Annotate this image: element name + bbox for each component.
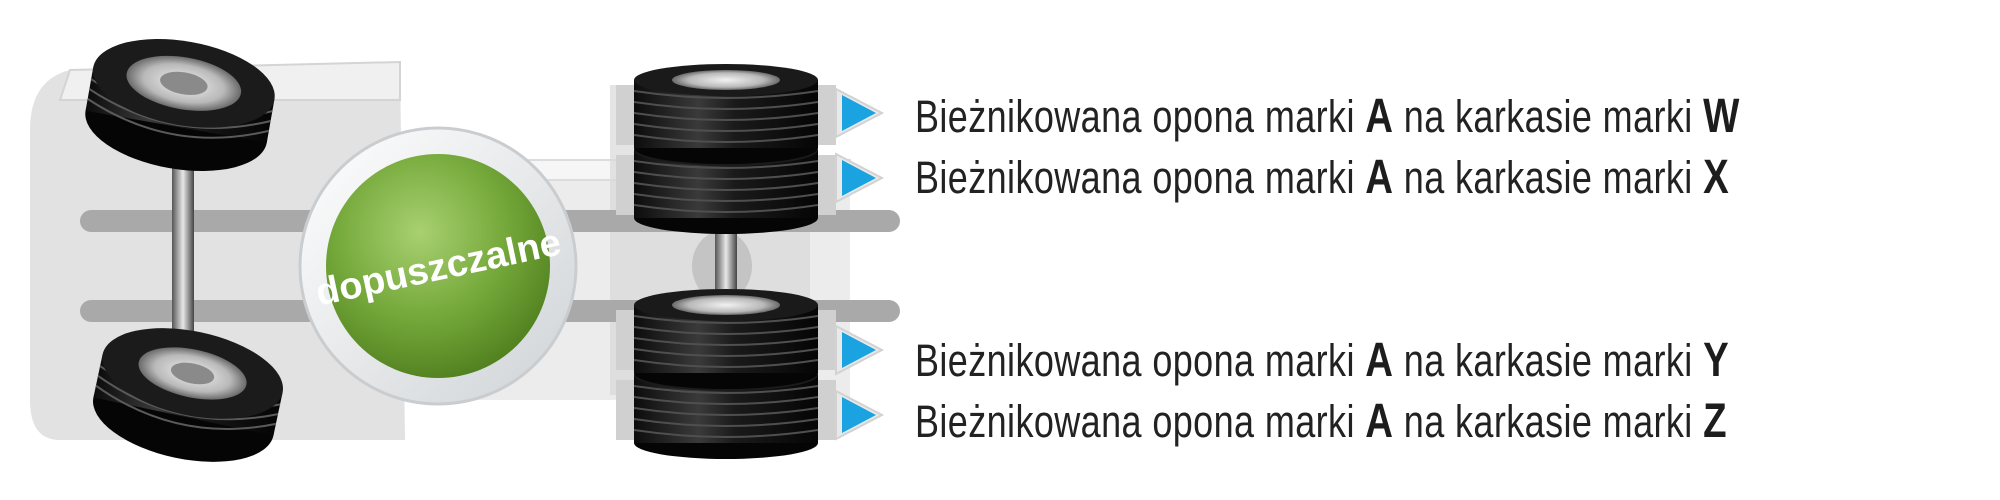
tyre-label-x: Bieżnikowana opona marki A na karkasie m…: [915, 153, 1729, 203]
front-wheel-upper: [85, 38, 275, 172]
arrow-w-icon: [835, 87, 885, 139]
rear-tyre-y: [616, 289, 836, 389]
approval-badge: dopuszczalne: [298, 126, 578, 406]
tread-brand: A: [1365, 151, 1394, 204]
label-prefix: Bieżnikowana opona marki: [915, 152, 1366, 203]
front-wheel-lower: [93, 328, 283, 462]
tyre-label-z: Bieżnikowana opona marki A na karkasie m…: [915, 397, 1727, 447]
tread-brand: A: [1365, 334, 1394, 387]
carcass-brand: Z: [1703, 395, 1727, 448]
arrow-y-icon: [835, 324, 885, 376]
label-middle: na karkasie marki: [1393, 91, 1704, 142]
front-axle: [85, 38, 283, 462]
carcass-brand: X: [1703, 151, 1730, 204]
rear-tyre-w: [616, 64, 836, 164]
arrow-x-icon: [835, 152, 885, 204]
label-middle: na karkasie marki: [1393, 335, 1704, 386]
rear-dual-wheels: [616, 64, 836, 459]
label-middle: na karkasie marki: [1393, 152, 1704, 203]
carcass-brand: Y: [1703, 334, 1730, 387]
label-prefix: Bieżnikowana opona marki: [915, 396, 1366, 447]
label-prefix: Bieżnikowana opona marki: [915, 335, 1366, 386]
tread-brand: A: [1365, 395, 1394, 448]
carcass-brand: W: [1703, 90, 1740, 143]
label-middle: na karkasie marki: [1393, 396, 1704, 447]
arrow-z-icon: [835, 389, 885, 441]
label-prefix: Bieżnikowana opona marki: [915, 91, 1366, 142]
tread-brand: A: [1365, 90, 1394, 143]
pointer-arrows: [835, 87, 885, 441]
tyre-label-w: Bieżnikowana opona marki A na karkasie m…: [915, 92, 1740, 142]
tyre-label-y: Bieżnikowana opona marki A na karkasie m…: [915, 336, 1729, 386]
